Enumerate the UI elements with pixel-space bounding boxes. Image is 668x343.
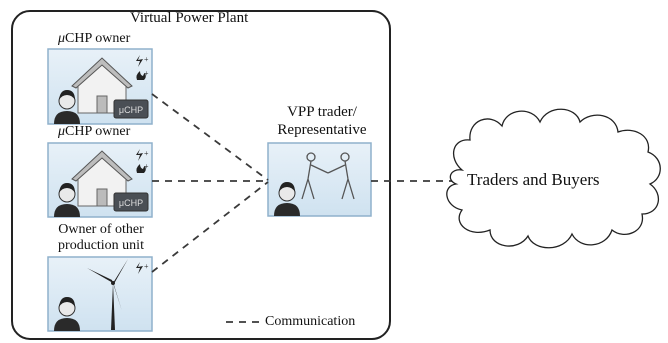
person-icon [274,182,300,216]
comm-line-unit1 [151,93,269,181]
svg-text:+: + [144,69,149,78]
person-icon [54,183,80,217]
communication-lines [151,93,455,323]
unit3-label-line2: production unit [58,238,144,253]
unit-chp-2: μCHP + + [47,142,153,218]
trader-box [267,142,372,217]
unit-other-production: + [47,256,153,332]
person-icon [54,297,80,331]
wind-turbine-icon [87,259,128,330]
unit2-label: μCHP owner [58,124,130,139]
legend-label: Communication [265,314,356,329]
vpp-frame [11,10,391,340]
unit-chp-1: μCHP + + [47,48,153,125]
unit2-label-rest: CHP owner [65,124,131,139]
unit2-label-prefix: μ [58,124,66,139]
trader-label-line1: VPP trader/ [287,104,357,120]
vpp-title: Virtual Power Plant [130,10,249,26]
unit1-label: μCHP owner [58,31,130,46]
lightning-icon: + [136,262,149,274]
market-label: Traders and Buyers [467,170,600,189]
market-cloud [446,108,661,249]
lightning-flame-icon: + + [136,149,149,173]
house-chp-icon: μCHP [71,57,149,119]
unit1-label-prefix: μ [58,31,66,46]
handshake-icon [301,152,355,200]
comm-line-unit3 [151,181,269,273]
svg-text:μCHP: μCHP [119,198,143,208]
svg-text:+: + [144,149,149,158]
svg-text:+: + [144,162,149,171]
svg-text:+: + [144,55,149,64]
lightning-flame-icon: + + [136,55,149,80]
svg-text:+: + [144,262,149,271]
trader-label-line2: Representative [277,122,367,138]
house-chp-icon: μCHP [71,150,149,212]
unit1-label-rest: CHP owner [65,31,131,46]
svg-text:μCHP: μCHP [119,105,143,115]
unit3-label-line1: Owner of other [58,222,144,237]
person-icon [54,90,80,124]
